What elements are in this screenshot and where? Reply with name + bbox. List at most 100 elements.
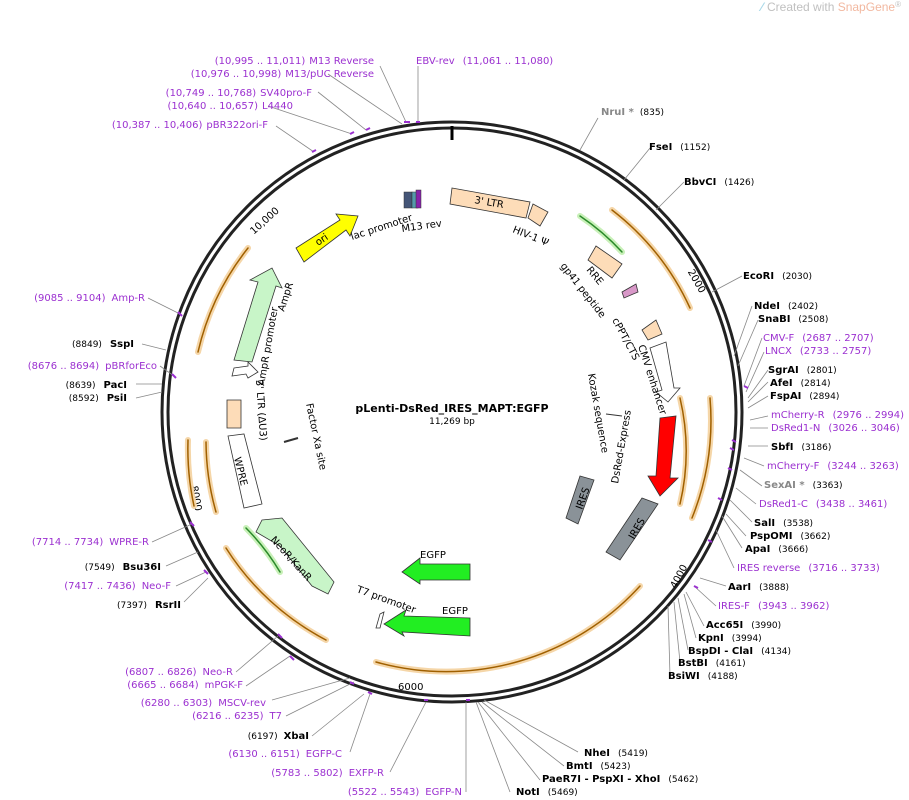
leader-bsiwi (667, 605, 671, 677)
leader-sali (729, 499, 753, 523)
label-mscv: (6280 .. 6303)MSCV-rev (141, 698, 266, 709)
feature-cppt-shape (641, 319, 663, 341)
mark-mchf (727, 467, 733, 471)
leader-ecori (711, 275, 743, 293)
feature-cmv-shape (649, 341, 681, 403)
arc-7 (197, 247, 249, 353)
leader-sv40 (317, 91, 367, 131)
feature-3ltr-du3-label: 3' LTR (ΔU3) (253, 379, 268, 441)
mark-pbr322 (311, 149, 317, 153)
feature-wpre-shape (227, 433, 263, 509)
leader-snabi (737, 319, 759, 367)
label-bmti: BmtI(5423) (566, 761, 630, 772)
leader-ampr (147, 297, 181, 315)
feature-t7-shape (375, 611, 385, 629)
label-mchr: mCherry-R(2976 .. 2994) (771, 410, 904, 421)
feature-gp41-label: gp41 peptide (558, 261, 608, 320)
leader-fspai (747, 395, 769, 409)
label-rsrii: (7397)RsrII (117, 600, 181, 611)
tick-4000: 4000 (669, 563, 691, 591)
arc-8 (679, 397, 687, 505)
feature-lac-shape (403, 191, 413, 209)
leader-afei (747, 381, 769, 403)
backbone-outer (160, 120, 744, 704)
feature-ires2-shape (605, 497, 659, 561)
label-t7: (6216 .. 6235)T7 (192, 711, 282, 722)
label-sspi: (8849)SspI (72, 339, 134, 350)
leader-ndei (733, 305, 753, 357)
site-labels: (10,995 .. 11,011)M13 Reverse (10,976 ..… (28, 56, 904, 798)
leader-neor (235, 635, 279, 673)
mark-sv40 (365, 127, 371, 131)
leader-bsu36i (165, 551, 199, 567)
leader-mchf (743, 457, 765, 467)
label-l4440: (10,640 .. 10,657)L4440 (167, 101, 293, 112)
label-pbrfor: (8676 .. 8694)pBRforEco (28, 361, 157, 372)
leader-iresrev (715, 529, 735, 569)
feature-dsred-shape (647, 415, 679, 497)
leader-noti (475, 701, 511, 793)
feature-egfp1-label: EGFP (420, 550, 446, 561)
label-psii: (8592)PsiI (69, 393, 127, 404)
mark-l4440 (349, 131, 355, 135)
leader-lines (135, 65, 769, 793)
label-sbfi: SbfI(3186) (771, 442, 831, 453)
watermark-reg: ® (895, 0, 901, 9)
plasmid-size: 11,269 bp (429, 417, 475, 427)
label-paer7i: PaeR7I - PspXI - XhoI(5462) (542, 774, 698, 785)
snapgene-logo-icon: ⁄ (760, 0, 763, 14)
feature-3ltr (449, 187, 531, 219)
label-wprer: (7714 .. 7734)WPRE-R (32, 537, 149, 548)
plasmid-name: pLenti-DsRed_IRES_MAPT:EGFP (355, 402, 548, 415)
label-snabi: SnaBI(2508) (758, 314, 828, 325)
leader-bmti (481, 701, 565, 767)
label-cmvf: CMV-F(2687 .. 2707) (763, 333, 874, 344)
feature-factorxa-label: Factor Xa site (303, 402, 328, 471)
leader-m13puc (327, 73, 403, 125)
leader-fsei (623, 147, 651, 181)
feature-amppro-shape (231, 361, 259, 379)
leader-m13rev (379, 65, 407, 123)
mark-mpgkf (289, 655, 295, 661)
label-ampr: (9085 .. 9104)Amp-R (34, 293, 145, 304)
mark-ampr (177, 311, 183, 317)
label-acc65i: Acc65I(3990) (706, 620, 781, 631)
watermark-text: Created with (767, 0, 838, 14)
label-bsiwi: BsiWI(4188) (668, 671, 738, 682)
leader-lncx (745, 351, 765, 393)
leader-dsred1c (735, 487, 757, 505)
label-sexai: SexAI *(3363) (764, 480, 843, 491)
leader-cmvf (743, 337, 763, 387)
label-mpgkf: (6665 .. 6684)mPGK-F (127, 680, 243, 691)
label-iresrev: IRES reverse(3716 .. 3733) (737, 563, 880, 574)
leader-iresf (693, 585, 717, 607)
leader-sspi (141, 343, 167, 351)
label-mchf: mCherry-F(3244 .. 3263) (767, 461, 899, 472)
feature-egfp1-shape (401, 557, 471, 585)
feature-3ltr-du3-shape (226, 399, 242, 429)
arc-5 (205, 441, 217, 513)
label-pspomi: PspOMI(3662) (750, 531, 830, 542)
mark-t7 (349, 681, 355, 685)
label-dsred1c: DsRed1-C(3438 .. 3461) (759, 499, 887, 510)
label-nhei: NheI(5419) (584, 748, 648, 759)
label-fsei: FseI(1152) (649, 142, 710, 153)
orange-arcs (184, 207, 714, 675)
label-egfpc: (6130 .. 6151)EGFP-C (228, 749, 342, 760)
label-neor: (6807 .. 6826)Neo-R (125, 667, 233, 678)
leader-t7 (285, 681, 355, 717)
arc-10 (245, 527, 281, 573)
leader-mchr (749, 415, 769, 421)
leader-sgrai (747, 369, 769, 399)
feature-neor-shape (255, 517, 335, 595)
feature-hiv1-shape (527, 203, 549, 227)
feature-m13rev-shape (415, 189, 422, 209)
feature-dsred-label: DsRed-Express (610, 409, 634, 484)
mark-dsred1c (717, 497, 723, 501)
label-iresf: IRES-F(3943 .. 3962) (718, 601, 829, 612)
mark-iresf (693, 585, 699, 589)
label-xbai: (6197)XbaI (248, 731, 309, 742)
label-afei: AfeI(2814) (770, 378, 831, 389)
leader-paer7i (477, 701, 541, 781)
